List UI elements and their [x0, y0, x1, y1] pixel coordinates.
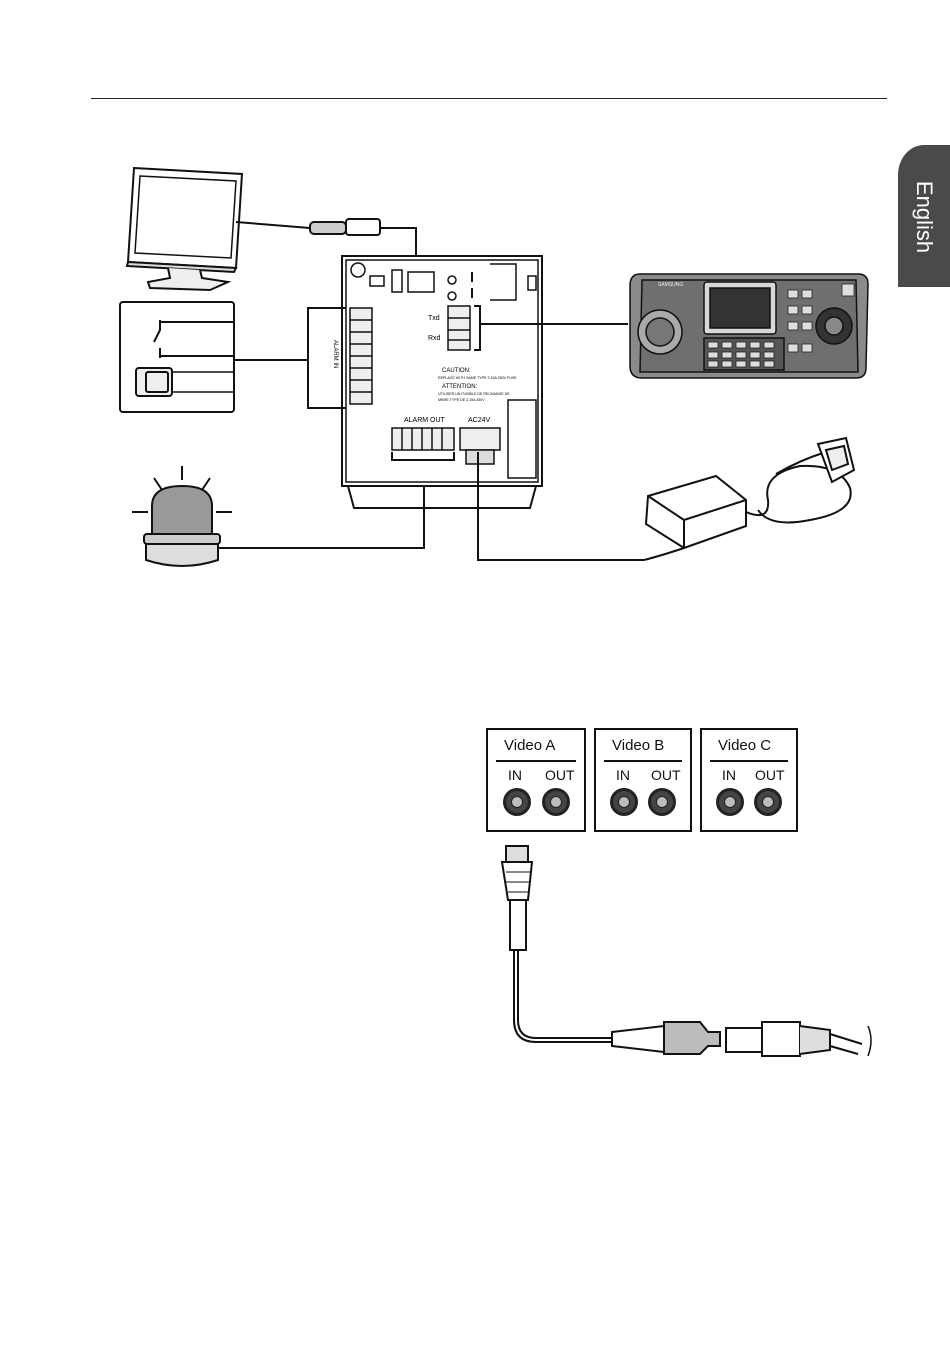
bnc-cable-icon [502, 846, 871, 1056]
video-a-out-jack[interactable] [542, 788, 570, 816]
video-b-in-label: IN [616, 767, 630, 783]
alarm-in-label: ALARM IN [332, 340, 338, 368]
video-b-title: Video B [612, 737, 664, 754]
video-c-panel: Video C IN OUT [700, 728, 798, 832]
alarm-beacon-icon [132, 466, 232, 566]
attention-line1: UTILISER UN FUSIBLE DE RECHANGE DE [438, 392, 510, 396]
video-c-in-label: IN [722, 767, 736, 783]
divider [496, 760, 576, 762]
video-c-out-label: OUT [755, 767, 785, 783]
attention-line2: MEME TYPE DE 3.15A 250V [438, 398, 485, 402]
alarm-out-label: ALARM OUT [404, 417, 446, 424]
keyboard-controller-icon [630, 274, 868, 378]
video-a-title: Video A [504, 737, 555, 754]
ac24-label: AC24V [468, 417, 491, 424]
monitor-icon [127, 168, 242, 290]
video-c-out-jack[interactable] [754, 788, 782, 816]
receiver-board [342, 256, 542, 508]
divider [710, 760, 788, 762]
caution-title: CAUTION: [442, 368, 471, 374]
video-b-out-label: OUT [651, 767, 681, 783]
video-b-out-jack[interactable] [648, 788, 676, 816]
video-b-panel: Video B IN OUT [594, 728, 692, 832]
caution-line: REPLACE WITH SAME TYPE 3.15A 250V FUSE [438, 376, 517, 380]
alarm-sensor-icon [120, 302, 234, 412]
controller-brand: SAMSUNG [658, 282, 683, 288]
video-b-in-jack[interactable] [610, 788, 638, 816]
power-adaptor-icon [644, 438, 854, 560]
video-a-out-label: OUT [545, 767, 575, 783]
divider [604, 760, 682, 762]
video-a-in-label: IN [508, 767, 522, 783]
video-a-panel: Video A IN OUT [486, 728, 586, 832]
attention-title: ATTENTION: [442, 384, 478, 390]
txd-label: Txd [428, 315, 440, 322]
video-c-title: Video C [718, 737, 771, 754]
video-c-in-jack[interactable] [716, 788, 744, 816]
video-a-in-jack[interactable] [503, 788, 531, 816]
alarm-in-bracket [308, 308, 346, 408]
rxd-label: Rxd [428, 335, 441, 342]
